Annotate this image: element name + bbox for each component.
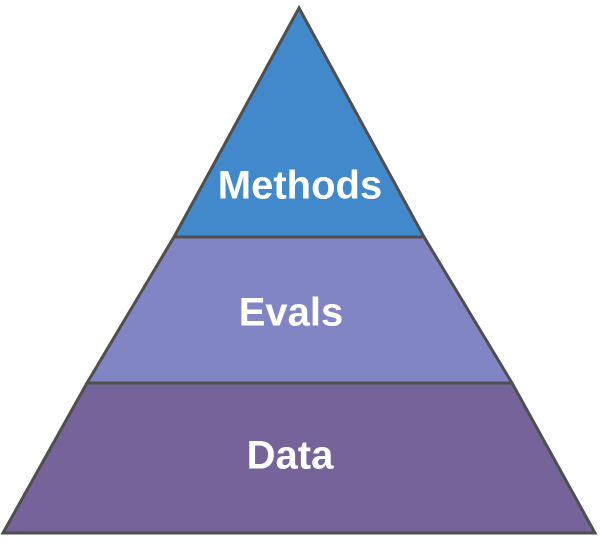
pyramid-label-methods: Methods — [218, 164, 382, 208]
pyramid-label-data: Data — [247, 434, 334, 478]
pyramid-label-evals: Evals — [239, 291, 344, 335]
pyramid-tier-methods[interactable] — [171, 4, 427, 239]
